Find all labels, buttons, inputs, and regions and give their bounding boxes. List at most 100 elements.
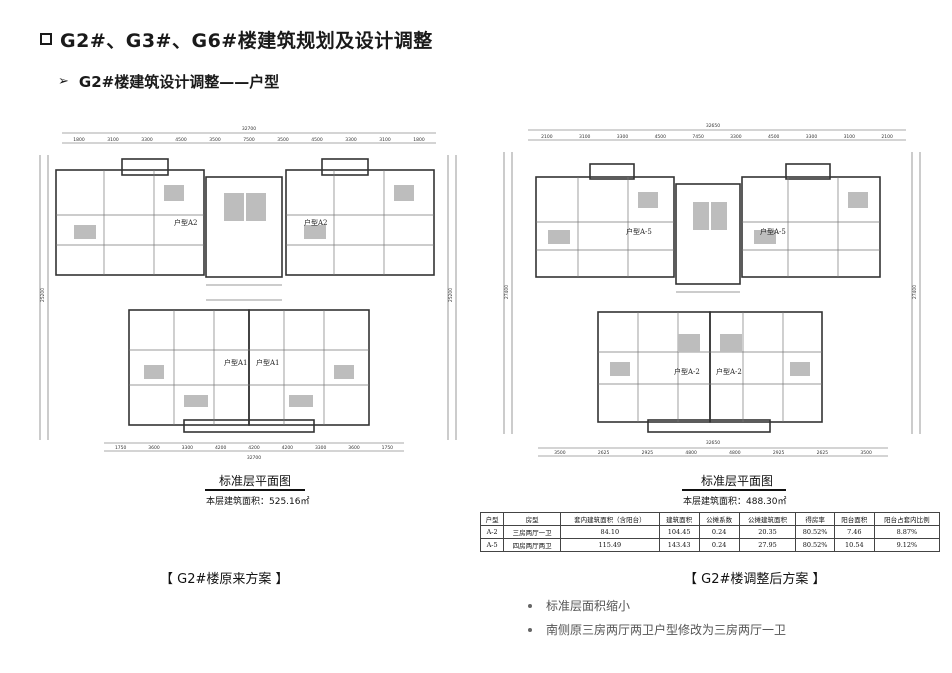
table-cell: 10.54 (833, 538, 875, 552)
bullet-icon (528, 628, 532, 632)
original-scheme-label: 【 G2#楼原来方案 】 (160, 572, 289, 587)
table-cell: 20.35 (738, 525, 797, 539)
table-cell: A-5 (479, 538, 505, 552)
unit-label: 户型A-2 (716, 367, 742, 376)
caption-underline (682, 489, 786, 491)
table-cell: 104.45 (658, 525, 700, 539)
bullet-icon (528, 604, 532, 608)
unit-label: 户型A1 (224, 358, 248, 367)
dimension-value: 1750 (115, 445, 127, 451)
square-bullet-icon (40, 33, 52, 45)
left-plan-area: 本层建筑面积：525.16㎡ (206, 497, 310, 507)
dimension-value: 3300 (730, 134, 742, 140)
dimension-value: 3100 (844, 134, 856, 140)
table-cell: 143.43 (658, 538, 700, 552)
original-floor-plan: 户型A2 户型A2 户型A1 户型A1 32700 32700 25200 25… (39, 126, 457, 460)
dimension-value: 2100 (881, 134, 893, 140)
dimension-value: 2100 (541, 134, 553, 140)
dimension-total: 32650 (706, 440, 720, 446)
dimension-value: 4200 (282, 445, 294, 451)
right-plan-area: 本层建筑面积：488.30㎡ (683, 497, 787, 507)
table-header-cell: 阳台占套内比例 (873, 512, 941, 526)
note-text: 南侧原三房两厅两卫户型修改为三房两厅一卫 (546, 623, 787, 637)
dimension-value: 3300 (617, 134, 629, 140)
table-cell: A-2 (479, 525, 505, 539)
table-header-cell: 公摊系数 (698, 512, 740, 526)
page-title: G2#、G3#、G6#楼建筑规划及设计调整 (60, 29, 433, 52)
caption-underline (205, 489, 305, 491)
dimension-value: 3100 (379, 137, 391, 143)
dimension-value: 7500 (243, 137, 255, 143)
table-cell: 80.52% (795, 538, 835, 552)
dimension-value: 2625 (598, 450, 610, 456)
table-header-cell: 建筑面积 (658, 512, 700, 526)
dimension-value: 3100 (107, 137, 119, 143)
dimension-value: 3500 (209, 137, 221, 143)
page-title-row: G2#、G3#、G6#楼建筑规划及设计调整 (40, 26, 433, 52)
list-item: 南侧原三房两厅两卫户型修改为三房两厅一卫 (528, 618, 786, 642)
table-cell: 27.95 (738, 538, 797, 552)
dimension-value: 3600 (348, 445, 360, 451)
area-table: 户型 房型 套内建筑面积（含阳台） 建筑面积 公摊系数 公摊建筑面积 得房率 阳… (479, 512, 941, 552)
table-cell: 0.24 (698, 538, 740, 552)
table-cell: 三房两厅一卫 (503, 525, 561, 539)
dimension-value: 4200 (248, 445, 260, 451)
dimension-value: 3300 (182, 445, 194, 451)
arrow-bullet-icon: ➢ (58, 73, 69, 89)
dimension-total: 32700 (247, 455, 261, 460)
dimension-value: 3500 (277, 137, 289, 143)
dimension-value: 3100 (579, 134, 591, 140)
section-subtitle: G2#楼建筑设计调整——户型 (78, 72, 280, 91)
table-header-cell: 阳台面积 (833, 512, 875, 526)
left-plan-caption: 标准层平面图 (218, 474, 291, 488)
table-cell: 四房两厅两卫 (503, 538, 561, 552)
dimension-total: 32700 (242, 126, 256, 132)
dimension-value: 3600 (148, 445, 160, 451)
dimension-value: 2625 (817, 450, 829, 456)
dimension-value: 1800 (413, 137, 425, 143)
unit-label: 户型A-5 (760, 227, 786, 236)
section-subtitle-row: ➢ G2#楼建筑设计调整——户型 (58, 70, 279, 92)
table-header-cell: 房型 (503, 512, 561, 526)
table-header-cell: 套内建筑面积（含阳台） (559, 512, 660, 526)
table-cell: 0.24 (698, 525, 740, 539)
dimension-value: 3500 (860, 450, 872, 456)
dimension-value: 3300 (345, 137, 357, 143)
table-header-cell: 得房率 (795, 512, 835, 526)
unit-label: 户型A2 (174, 218, 198, 227)
dimension-value: 4800 (729, 450, 741, 456)
table-header-cell: 公摊建筑面积 (738, 512, 797, 526)
table-row: A-2 三房两厅一卫 84.10 104.45 0.24 20.35 80.52… (479, 525, 941, 539)
table-cell: 115.49 (559, 538, 660, 552)
table-cell: 9.12% (873, 538, 941, 552)
unit-label: 户型A-2 (674, 367, 700, 376)
table-cell: 8.87% (873, 525, 941, 539)
dimension-value: 3500 (554, 450, 566, 456)
dimension-value: 2925 (642, 450, 654, 456)
right-plan-caption: 标准层平面图 (700, 474, 773, 488)
table-header-cell: 户型 (479, 512, 505, 526)
dimension-value: 3300 (806, 134, 818, 140)
dimension-value: 4500 (768, 134, 780, 140)
unit-label: 户型A1 (256, 358, 280, 367)
dimension-total: 25200 (40, 288, 46, 302)
dimension-value: 4500 (175, 137, 187, 143)
list-item: 标准层面积缩小 (528, 594, 786, 618)
table-cell: 7.46 (833, 525, 875, 539)
unit-label: 户型A2 (304, 218, 328, 227)
dimension-value: 2925 (773, 450, 785, 456)
table-cell: 84.10 (559, 525, 660, 539)
table-cell: 80.52% (795, 525, 835, 539)
dimension-value: 4500 (311, 137, 323, 143)
dimension-total: 27400 (912, 285, 918, 299)
adjusted-floor-plan: 户型A-5 户型A-5 户型A-2 户型A-2 32650 32650 2740… (503, 123, 921, 457)
unit-label: 户型A-5 (626, 227, 652, 236)
dimension-value: 1800 (73, 137, 85, 143)
dimension-value: 1750 (382, 445, 394, 451)
adjusted-scheme-label: 【 G2#楼调整后方案 】 (684, 572, 826, 587)
dimension-value: 7450 (692, 134, 704, 140)
